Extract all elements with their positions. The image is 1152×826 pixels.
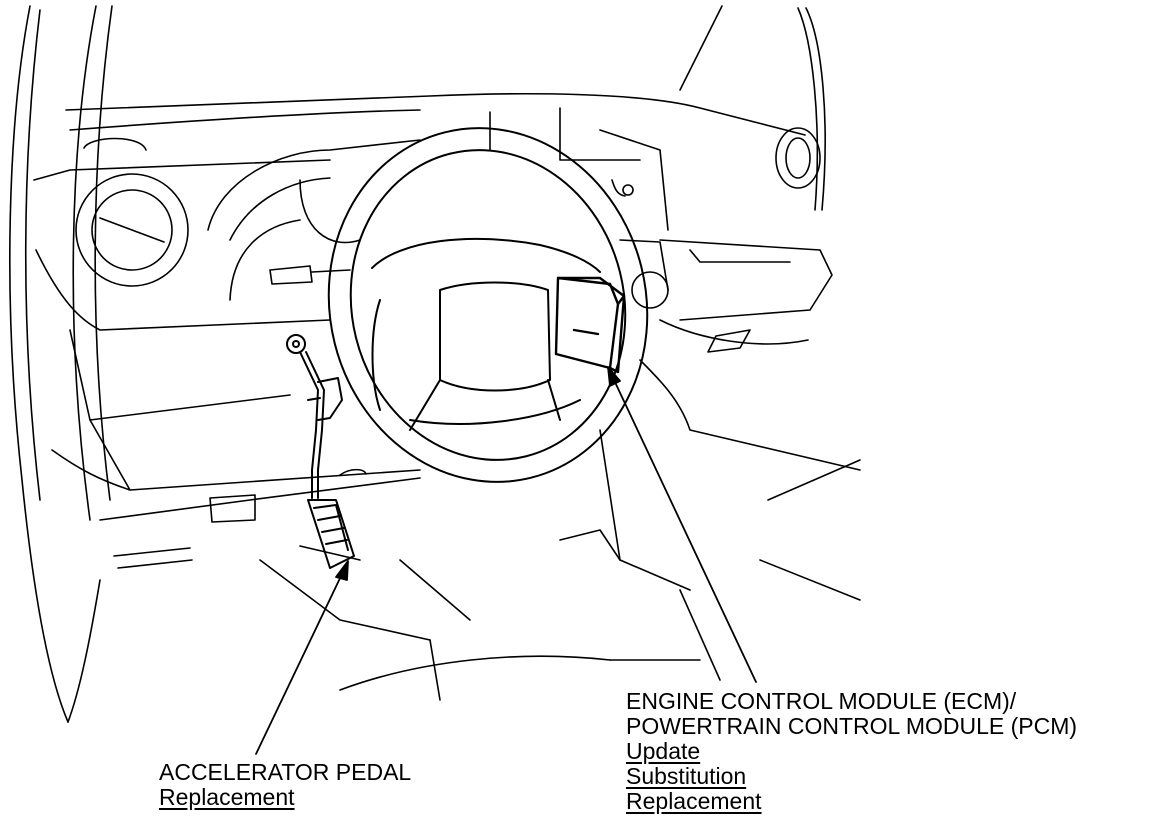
accelerator-leader-arrow <box>255 560 349 755</box>
right-air-vent <box>775 127 821 189</box>
left-air-vent <box>75 173 189 287</box>
accelerator-pedal-callout: ACCELERATOR PEDAL Replacement <box>159 760 411 810</box>
accelerator-pedal-icon <box>286 334 355 569</box>
a-pillar <box>9 5 113 723</box>
accelerator-replacement-link[interactable]: Replacement <box>159 784 295 810</box>
ecm-substitution-link[interactable]: Substitution <box>626 763 747 789</box>
steering-column <box>269 265 351 285</box>
steering-wheel <box>327 127 649 483</box>
center-console <box>559 129 861 591</box>
ecm-pcm-callout: ENGINE CONTROL MODULE (ECM)/ POWERTRAIN … <box>626 689 1077 814</box>
pcm-title: POWERTRAIN CONTROL MODULE (PCM) <box>626 713 1078 739</box>
ecm-leader-arrow <box>607 366 757 683</box>
lower-dash <box>35 249 421 723</box>
dash-top <box>33 5 826 211</box>
floor-lines <box>259 545 861 701</box>
ecm-pcm-module-icon <box>554 276 626 374</box>
accelerator-pedal-title: ACCELERATOR PEDAL <box>159 759 412 785</box>
ecm-replacement-link[interactable]: Replacement <box>626 788 762 814</box>
cluster-hood <box>207 139 421 301</box>
ecm-title: ENGINE CONTROL MODULE (ECM)/ <box>626 688 1017 714</box>
ecm-update-link[interactable]: Update <box>626 738 701 764</box>
